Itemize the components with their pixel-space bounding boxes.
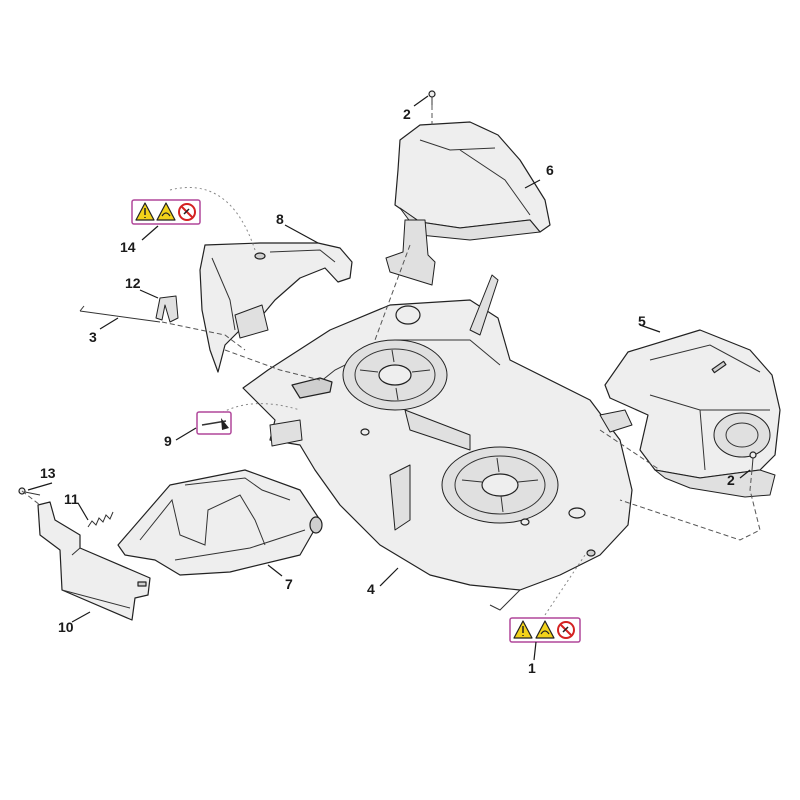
rod-3 [79,305,161,323]
callout-12: 12 [125,275,141,291]
decal-14 [131,199,201,225]
warning-triangle-icon [513,620,533,639]
assembly-lines [21,105,761,616]
callout-14: 14 [120,239,136,255]
no-hands-prohibition-icon [557,621,575,639]
callouts: 1 2 2 3 4 5 6 7 8 9 10 11 12 13 14 [40,106,735,676]
callout-9: 9 [164,433,172,449]
mulch-plug [117,469,323,576]
no-hands-prohibition-icon [178,203,196,221]
callout-5: 5 [638,313,646,329]
decal-1 [509,617,581,643]
callout-7: 7 [285,576,293,592]
leader-lines [27,95,751,661]
warning-triangle-icon [135,202,155,221]
callout-10: 10 [58,619,74,635]
mounting-bracket [37,501,151,621]
callout-2-right: 2 [727,472,735,488]
callout-1: 1 [528,660,536,676]
callout-3: 3 [89,329,97,345]
callout-6: 6 [546,162,554,178]
clip-12 [155,295,179,323]
hand-blade-warning-icon [535,620,555,639]
side-cover [599,329,781,498]
callout-8: 8 [276,211,284,227]
callout-4: 4 [367,581,375,597]
callout-13: 13 [40,465,56,481]
mower-deck [242,274,633,611]
callout-11: 11 [64,491,79,507]
hand-blade-warning-icon [156,202,176,221]
belt-cover [385,121,551,286]
discharge-deflector [199,242,353,373]
callout-2-top: 2 [403,106,411,122]
screw-2-top [428,90,436,105]
spring-11 [87,511,114,528]
decal-9 [196,411,232,435]
screw-2-right [749,451,757,471]
